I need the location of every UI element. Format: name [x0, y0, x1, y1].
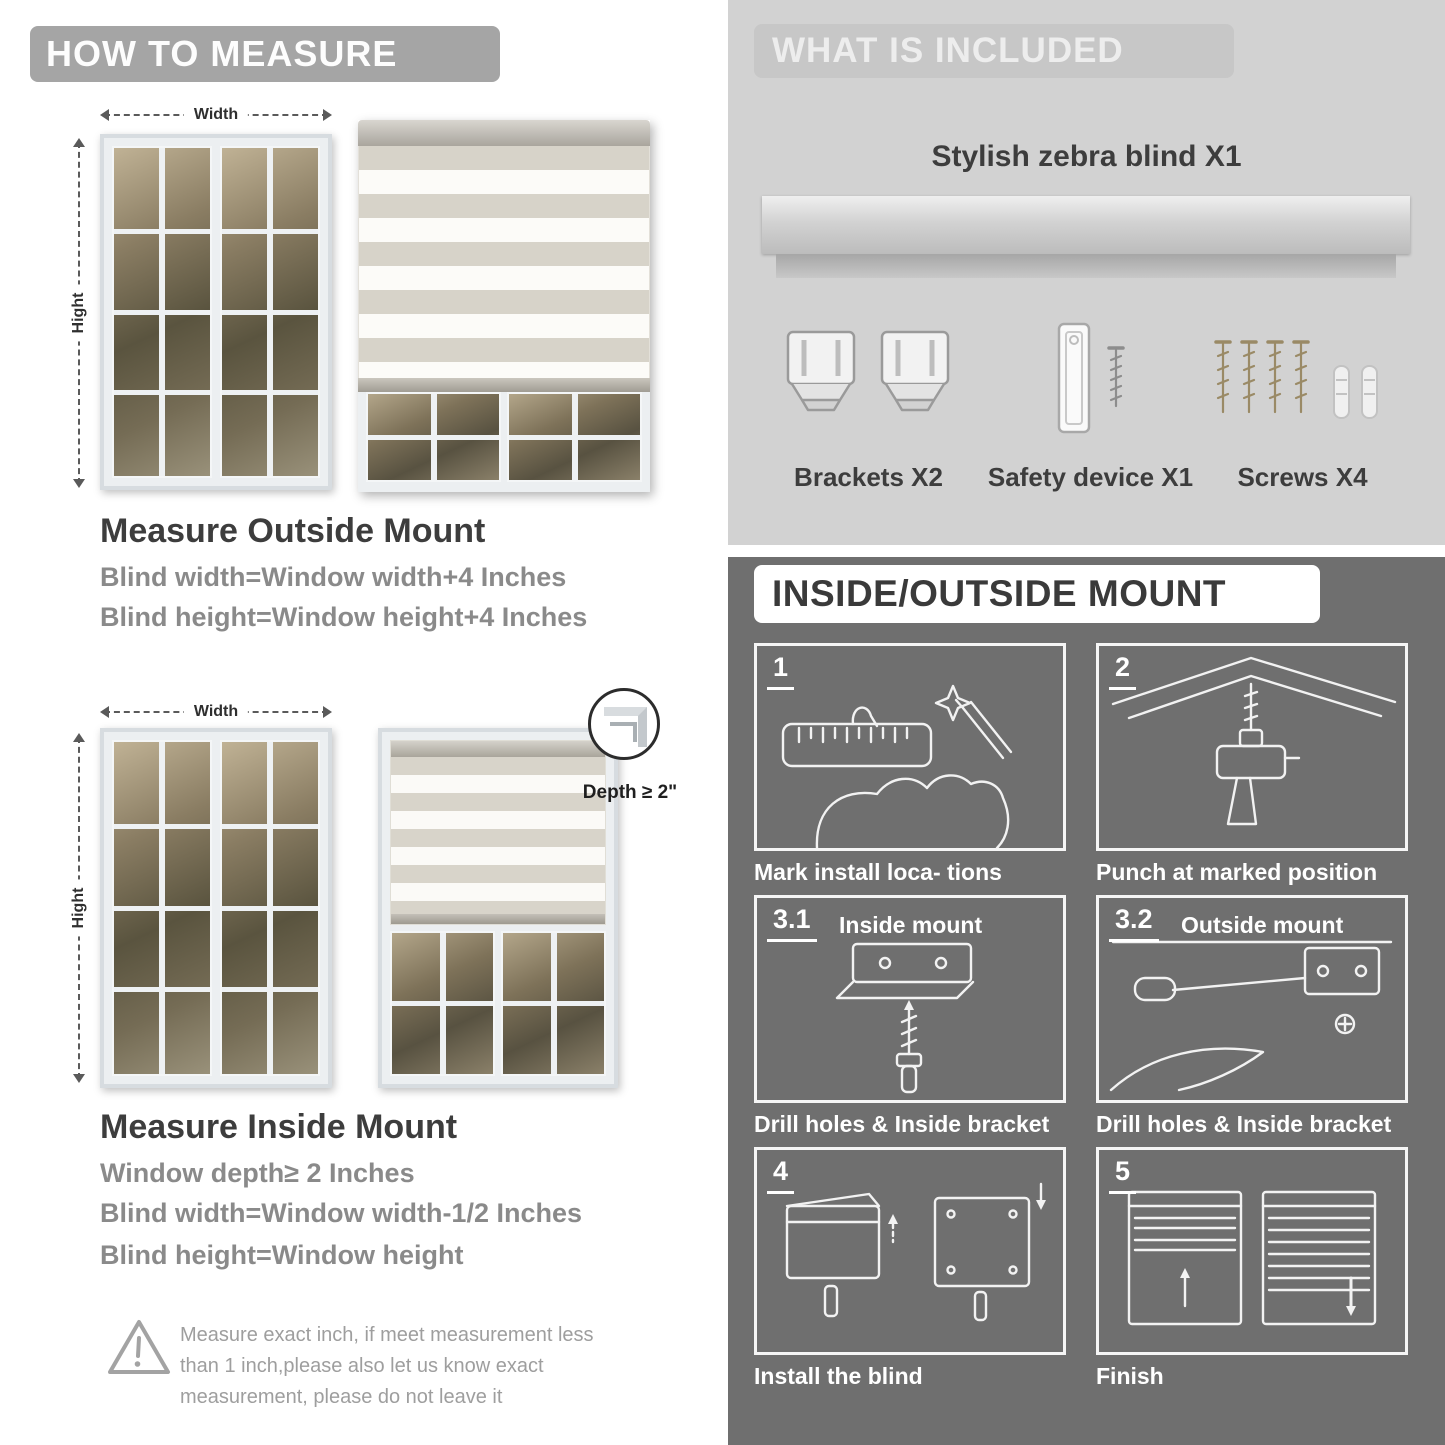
- product-title: Stylish zebra blind X1: [931, 140, 1242, 173]
- width-arrow: Width: [100, 106, 332, 124]
- width-label: Width: [183, 106, 249, 124]
- what-is-included-banner: WHAT IS INCLUDED: [754, 24, 1234, 78]
- outside-mount-line-2: Blind height=Window height+4 Inches: [100, 602, 588, 632]
- window-sash: [507, 392, 642, 482]
- measure-warning-text: Measure exact inch, if meet measurement …: [180, 1324, 594, 1408]
- mark-location-illustration: [781, 684, 1013, 848]
- blind-bottom-rail: [358, 378, 650, 392]
- step-mount-type-label: Outside mount: [1181, 912, 1344, 938]
- step-card-1: 1: [754, 643, 1066, 851]
- step-caption-1: Mark install loca- tions: [754, 859, 1002, 885]
- inset-blind: [390, 740, 606, 925]
- brackets-label: Brackets X2: [794, 462, 943, 492]
- window-corner-detail: [604, 707, 647, 747]
- height-arrow: Hight: [70, 733, 88, 1083]
- step-caption-2: Punch at marked position: [1096, 859, 1378, 885]
- what-is-included-section: WHAT IS INCLUDED Stylish zebra blind X1: [728, 0, 1445, 545]
- step-card-5: 5: [1096, 1147, 1408, 1355]
- step-caption-3-2: Drill holes & Inside bracket: [1096, 1111, 1392, 1137]
- step-number: 4: [767, 1156, 795, 1194]
- width-arrow: Width: [100, 703, 332, 721]
- depth-label: Depth ≥ 2": [582, 782, 678, 803]
- drill-illustration: [1111, 656, 1397, 826]
- outside-mount-line-1: Blind width=Window width+4 Inches: [100, 562, 567, 592]
- how-to-measure-banner: HOW TO MEASURE: [30, 26, 500, 82]
- wall-anchors: [1333, 365, 1378, 419]
- window-below-blind: [390, 925, 606, 1076]
- blind-stripes: [358, 146, 650, 378]
- depth-detail-magnifier: [588, 688, 660, 760]
- step-mount-type-label: Inside mount: [839, 912, 983, 938]
- headrail-cassette: [762, 196, 1410, 254]
- zebra-blind-inside-illustration: [378, 728, 618, 1088]
- window-sash: [220, 146, 320, 478]
- window-sash: [366, 392, 501, 482]
- zebra-blind-headrail-image: [762, 196, 1410, 278]
- safety-device-icon: [1057, 322, 1125, 434]
- window-sash: [501, 930, 606, 1076]
- window-illustration-outside-mount: [100, 134, 332, 490]
- finish-illustration: [1127, 1190, 1377, 1326]
- brackets-icon: [786, 330, 950, 412]
- step-number: 2: [1109, 652, 1137, 690]
- step-caption-4: Install the blind: [754, 1363, 923, 1389]
- step-card-3-2: 3.2 Outside mount: [1096, 895, 1408, 1103]
- height-label: Hight: [70, 284, 88, 342]
- blind-cassette: [358, 120, 650, 146]
- step-number: 3.1: [767, 904, 817, 942]
- inside-mount-line-2: Blind width=Window width-1/2 Inches: [100, 1198, 583, 1228]
- screws-label: Screws X4: [1237, 462, 1368, 492]
- window-sash: [112, 740, 212, 1076]
- screws-icon: [1214, 340, 1378, 419]
- step-number: 5: [1109, 1156, 1137, 1194]
- step-caption-5: Finish: [1096, 1363, 1164, 1389]
- window-corner-detail: [610, 722, 637, 742]
- mount-section-banner: INSIDE/OUTSIDE MOUNT: [754, 565, 1320, 623]
- blind-cassette: [391, 741, 605, 757]
- inside-mount-line-1: Window depth≥ 2 Inches: [100, 1158, 415, 1188]
- blind-bottom-rail: [391, 913, 605, 924]
- step-number: 1: [767, 652, 795, 690]
- step-card-4: 4: [754, 1147, 1066, 1355]
- install-blind-illustration: [785, 1182, 1046, 1322]
- blind-stripes: [391, 757, 605, 914]
- zebra-blind-outside-illustration: [358, 120, 650, 492]
- window-illustration-inside-mount: [100, 728, 332, 1088]
- safety-device-label: Safety device X1: [987, 462, 1194, 492]
- inside-mount-title: Measure Inside Mount: [100, 1108, 458, 1146]
- window-sash: [390, 930, 495, 1076]
- headrail-rail: [776, 254, 1396, 278]
- step-number: 3.2: [1109, 904, 1159, 942]
- inside-bracket-illustration: [835, 942, 975, 1094]
- step-card-3-1: 3.1 Inside mount: [754, 895, 1066, 1103]
- window-below-blind: [358, 392, 650, 492]
- inside-mount-line-3: Blind height=Window height: [100, 1240, 464, 1270]
- outside-mount-title: Measure Outside Mount: [100, 512, 486, 550]
- width-label: Width: [183, 703, 249, 721]
- outside-bracket-illustration: [1109, 940, 1393, 1092]
- window-sash: [112, 146, 212, 478]
- step-caption-3-1: Drill holes & Inside bracket: [754, 1111, 1050, 1137]
- mount-instructions-section: INSIDE/OUTSIDE MOUNT 1: [728, 557, 1445, 1445]
- step-card-2: 2: [1096, 643, 1408, 851]
- warning-icon: [108, 1320, 170, 1374]
- height-label: Hight: [70, 879, 88, 937]
- window-sash: [220, 740, 320, 1076]
- height-arrow: Hight: [70, 138, 88, 488]
